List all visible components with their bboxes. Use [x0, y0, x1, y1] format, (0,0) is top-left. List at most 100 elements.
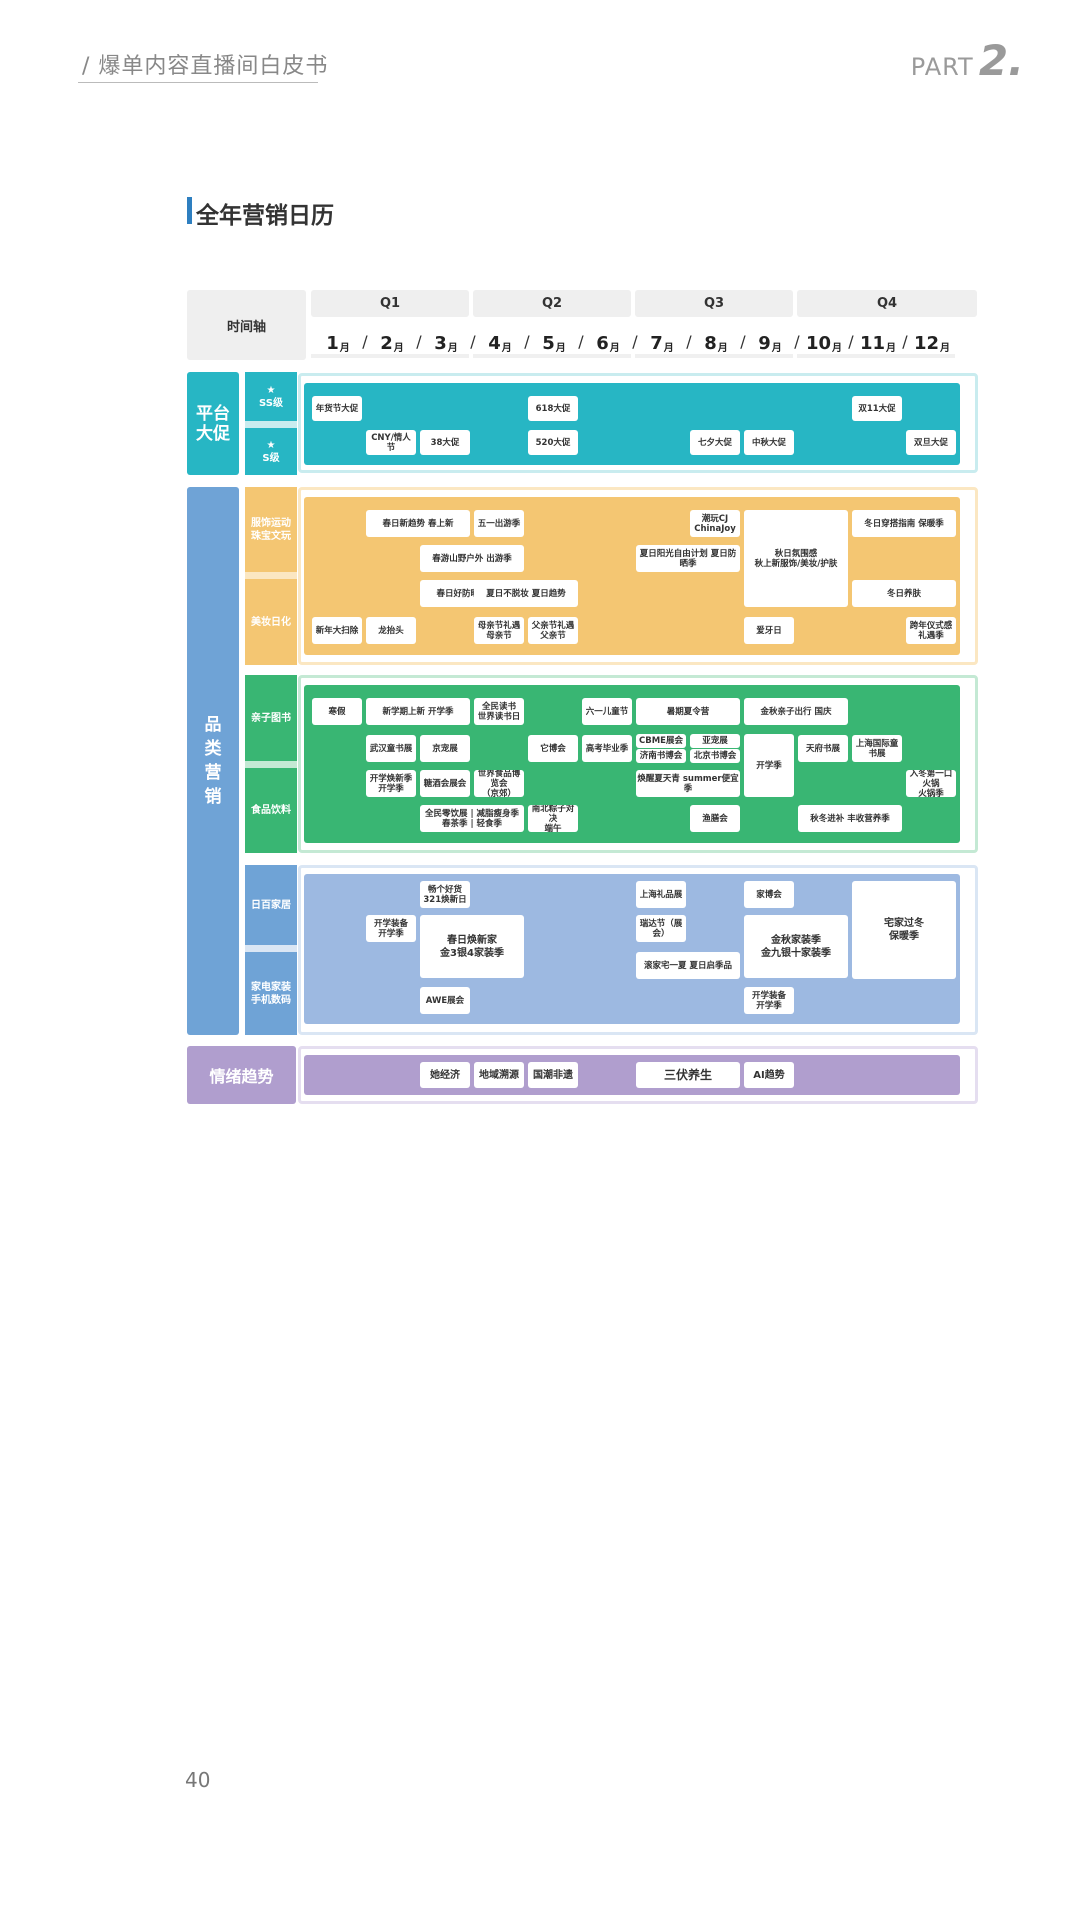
month-separator: / — [740, 332, 746, 351]
quarter-underline — [797, 354, 955, 358]
event-chip: 全民零饮展 | 减脂瘦身季 春茶季 | 轻食季 — [420, 805, 524, 832]
month-unit: 月 — [832, 343, 843, 354]
event-chip: 金秋家装季 金九银十家装季 — [744, 915, 848, 978]
event-chip: 暑期夏令营 — [636, 698, 740, 725]
event-chip: 亚宠展 — [690, 734, 740, 748]
month-unit: 月 — [771, 343, 782, 354]
page-number: 40 — [185, 1768, 211, 1792]
event-chip: 秋日氛围感 秋上新服饰/美妆/护肤 — [744, 510, 848, 607]
month-unit: 月 — [717, 343, 728, 354]
event-chip: 国潮非遗 — [528, 1062, 578, 1088]
event-chip: 六一儿童节 — [582, 698, 632, 725]
fashion-divider — [245, 572, 297, 579]
event-chip: 春日新趋势 春上新 — [366, 510, 470, 537]
beauty-label: 美妆日化 — [245, 579, 297, 665]
event-chip: 天府书展 — [798, 735, 848, 762]
quarter-underline — [473, 354, 631, 358]
event-chip: 春游山野户外 出游季 — [420, 545, 524, 572]
event-chip: 冬日养肤 — [852, 580, 956, 607]
event-chip: 金秋亲子出行 国庆 — [744, 698, 848, 725]
event-chip: 地域溯源 — [474, 1062, 524, 1088]
section-accent-bar — [187, 197, 192, 224]
quarter-underline — [311, 354, 469, 358]
category-marketing-label: 品 类 营 销 — [187, 487, 239, 1035]
event-chip: 全民读书 世界读书日 — [474, 698, 524, 725]
month-unit: 月 — [447, 343, 458, 354]
event-chip: 家博会 — [744, 881, 794, 908]
mood-area — [304, 1055, 960, 1095]
event-chip: 开学装备 开学季 — [366, 915, 416, 942]
section-title: 全年营销日历 — [196, 203, 334, 229]
event-chip: 糖酒会展会 — [420, 770, 470, 797]
event-chip: 焕醒夏天青 summer便宜季 — [636, 770, 740, 797]
quarter-underline — [635, 354, 793, 358]
event-chip: 畅个好货 321焕新日 — [420, 881, 470, 908]
kids-divider — [245, 761, 297, 768]
event-chip: 京宠展 — [420, 735, 470, 762]
event-chip: 寒假 — [312, 698, 362, 725]
title-underline — [78, 82, 318, 83]
event-chip: AI趋势 — [744, 1062, 794, 1088]
event-chip: 夏日阳光自由计划 夏日防晒季 — [636, 545, 740, 572]
part-label: PART 2. — [911, 36, 1024, 85]
event-chip: 开学装备 开学季 — [744, 987, 794, 1014]
event-chip: 滚家宅一夏 夏日启季品 — [636, 952, 740, 979]
event-chip: 双11大促 — [852, 396, 902, 421]
event-chip: 七夕大促 — [690, 430, 740, 455]
quarter-header-q2: Q2 — [473, 290, 631, 317]
month-separator: / — [362, 332, 368, 351]
month-separator: / — [794, 332, 800, 351]
event-chip: 双旦大促 — [906, 430, 956, 455]
month-number: 7 — [650, 333, 663, 354]
event-chip: AWE展会 — [420, 987, 470, 1014]
event-chip: 她经济 — [420, 1062, 470, 1088]
event-chip: 上海国际童书展 — [852, 735, 902, 762]
month-unit: 月 — [501, 343, 512, 354]
part-number: 2. — [978, 36, 1024, 85]
event-chip: 它博会 — [528, 735, 578, 762]
event-chip: CNY/情人节 — [366, 430, 416, 455]
month-separator: / — [470, 332, 476, 351]
event-chip: 爱牙日 — [744, 617, 794, 644]
home-frame — [298, 865, 978, 1035]
quarter-header-q1: Q1 — [311, 290, 469, 317]
month-separator: / — [902, 332, 908, 351]
quarter-header-q3: Q3 — [635, 290, 793, 317]
event-chip: 新年大扫除 — [312, 617, 362, 644]
month-separator: / — [686, 332, 692, 351]
event-chip: 母亲节礼遇 母亲节 — [474, 617, 524, 644]
event-chip: 三伏养生 — [636, 1062, 740, 1088]
kids-books-label: 亲子图书 — [245, 675, 297, 761]
event-chip: 五一出游季 — [474, 510, 524, 537]
platform-label: 平台 大促 — [187, 372, 239, 475]
month-unit: 月 — [663, 343, 674, 354]
month-number: 9 — [758, 333, 771, 354]
event-chip: 龙抬头 — [366, 617, 416, 644]
month-separator: / — [632, 332, 638, 351]
month-separator: / — [524, 332, 530, 351]
fashion-frame — [298, 487, 978, 665]
home-label: 日百家居 — [245, 865, 297, 945]
level-divider — [245, 421, 297, 428]
event-chip: 秋冬进补 丰收营养季 — [798, 805, 902, 832]
event-chip: 夏日不脱妆 夏日趋势 — [474, 580, 578, 607]
month-number: 3 — [434, 333, 447, 354]
month-number: 10 — [805, 333, 832, 354]
month-unit: 月 — [609, 343, 620, 354]
event-chip: 跨年仪式感 礼遇季 — [906, 617, 956, 644]
event-chip: CBME展会 — [636, 734, 686, 748]
event-chip: 开学季 — [744, 734, 794, 797]
event-chip: 宅家过冬 保暖季 — [852, 881, 956, 979]
month-number: 2 — [380, 333, 393, 354]
event-chip: 世界食品博览会 （京郊） — [474, 770, 524, 797]
month-number: 11 — [859, 333, 886, 354]
month-number: 6 — [596, 333, 609, 354]
